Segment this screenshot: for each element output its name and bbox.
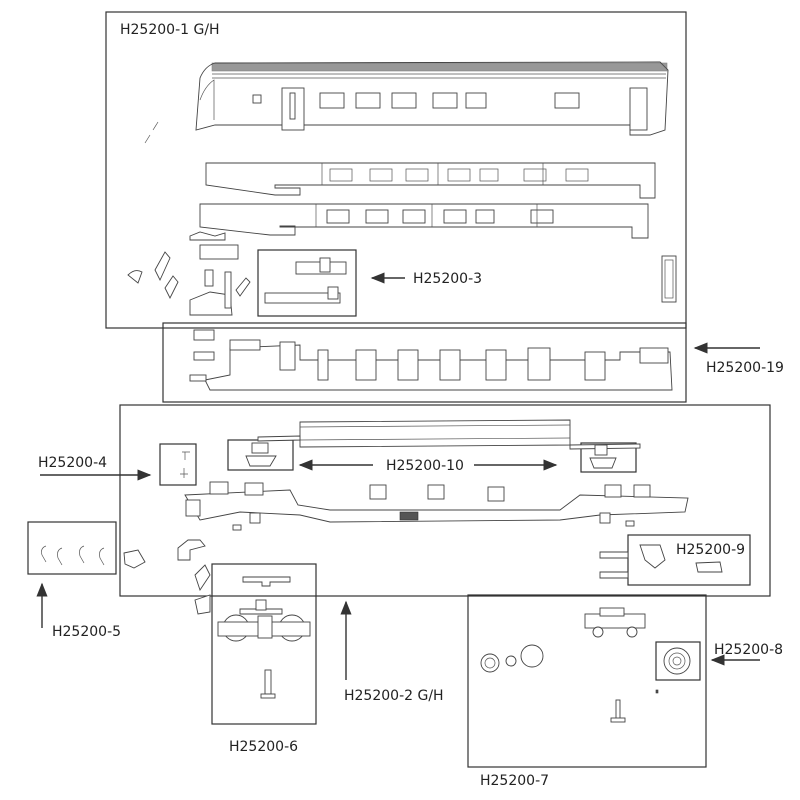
- interior-unit-parts: [264, 257, 347, 304]
- small-screws: [232, 520, 635, 531]
- group-box-bogie-unpowered: [211, 563, 317, 725]
- label-pickups: H25200-5: [52, 624, 121, 640]
- side-panel-lower: [199, 203, 649, 239]
- car-body-windows: [319, 92, 580, 109]
- weight-plate: [257, 419, 641, 450]
- label-bogie-powered: H25200-7: [480, 773, 549, 789]
- label-brackets: H25200-4: [38, 455, 107, 471]
- group-box-brackets: [159, 443, 197, 486]
- group-box-couplers: [627, 534, 751, 586]
- label-bogie-pivots: H25200-10: [386, 458, 464, 474]
- car-body-shell: [195, 61, 669, 136]
- label-interior-unit: H25200-3: [413, 271, 482, 287]
- bogie-pivot-parts: [245, 442, 617, 469]
- label-gear: H25200-8: [714, 642, 783, 658]
- chassis-frame: [184, 481, 689, 524]
- group-box-interior-unit: [257, 249, 357, 317]
- interior-seating-unit: [189, 329, 673, 391]
- end-gangway-part: [661, 255, 677, 303]
- coupler-parts-right: [599, 544, 723, 579]
- group-box-chassis: [119, 404, 771, 597]
- group-box-pickups: [27, 521, 117, 575]
- label-couplers: H25200-9: [676, 542, 745, 558]
- label-chassis: H25200-2 G/H: [344, 688, 444, 704]
- label-body: H25200-1 G/H: [120, 22, 220, 38]
- unpowered-bogie-parts: [217, 576, 311, 699]
- side-panel-upper: [205, 162, 656, 199]
- powered-bogie-parts: [480, 607, 691, 723]
- coupler-parts-left: [123, 539, 211, 615]
- label-interior: H25200-19: [706, 360, 784, 376]
- pickup-parts: [41, 545, 105, 566]
- label-bogie-unpowered: H25200-6: [229, 739, 298, 755]
- bracket-parts: [180, 451, 190, 478]
- group-box-pivot-right: [580, 442, 637, 473]
- wiper-parts: [144, 121, 159, 144]
- group-box-body: [105, 11, 687, 329]
- group-box-gear: [655, 641, 701, 681]
- group-box-bogie-powered: [467, 594, 707, 768]
- cab-detail-parts: [127, 231, 251, 316]
- group-box-interior: [162, 322, 687, 403]
